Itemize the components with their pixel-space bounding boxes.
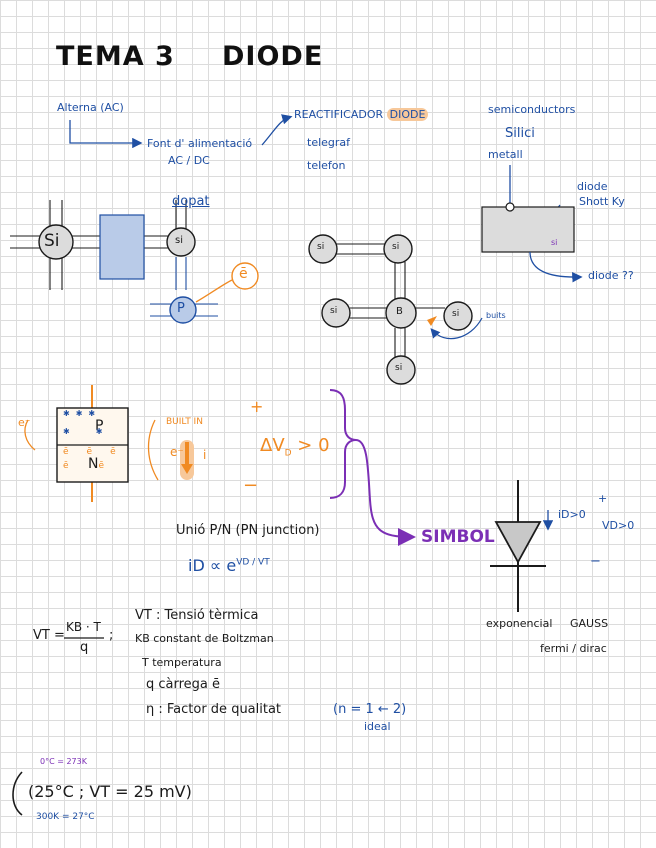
room-temp-note: 300K = 27°C — [36, 812, 95, 822]
semi-item-silici: Silici — [505, 126, 535, 141]
holes-label: buits — [486, 311, 506, 320]
font-alimentacio-label: Font d' alimentació — [147, 137, 253, 150]
vt-semicolon: ; — [109, 628, 114, 643]
fermi-label: fermi / dirac — [540, 642, 607, 655]
schottky-contact — [505, 202, 515, 212]
p-region-label: P — [95, 418, 104, 434]
diode-tag: DIODE — [386, 108, 429, 121]
current-proportional: iD ∝ eVD / VT — [188, 557, 270, 575]
silicon-lattice — [10, 200, 259, 324]
use-telefon: telefon — [307, 159, 346, 172]
si-atom-4: si — [452, 309, 460, 319]
built-in-label: BUILT IN — [166, 417, 203, 427]
diode-symbol — [490, 480, 554, 612]
simbol-label: SIMBOL — [421, 527, 495, 547]
vd-positive: VD>0 — [602, 519, 635, 532]
schottky-si-tag: si — [551, 238, 558, 247]
schottky-line1: diode — [577, 180, 608, 193]
schottky-question-arrow — [529, 251, 583, 283]
id-prop-text: iD ∝ e — [188, 556, 237, 575]
n-region-label: N — [88, 456, 99, 472]
dopat-label: dopat — [172, 194, 210, 209]
si-atom-small: si — [175, 235, 183, 246]
semi-item-metall: metall — [488, 148, 523, 161]
schottky-line2: Shott Ky — [579, 195, 625, 208]
delta-v-rest: > 0 — [291, 435, 330, 456]
page-title-subject: DIODE — [222, 41, 324, 72]
p-holes-2: ✱✱ — [63, 427, 129, 436]
ideal-range: (n = 1 ← 2) — [333, 702, 407, 717]
rectifier-arrow — [261, 114, 293, 146]
room-temp-value: (25°C ; VT = 25 mV) — [28, 782, 192, 801]
ac-arrow — [69, 120, 143, 149]
minus-terminal: − — [590, 554, 601, 569]
minus-sign: − — [243, 475, 259, 496]
id-exponent: VD / VT — [236, 557, 270, 568]
def-q: q càrrega ē — [146, 677, 221, 692]
delta-v-text: ΔV — [260, 435, 285, 456]
si-atom-1: si — [317, 242, 325, 252]
semiconductors-title: semiconductors — [488, 103, 576, 116]
plus-sign: + — [250, 397, 264, 416]
alterna-label: Alterna (AC) — [57, 101, 124, 114]
rectifier-text: REACTIFICADOR — [294, 108, 384, 121]
vt-numerator: KB · T — [66, 620, 101, 634]
kelvin-note: 0°C = 273K — [40, 757, 87, 766]
def-eta: η : Factor de qualitat — [146, 702, 282, 717]
delta-vd: ΔVD > 0 — [260, 436, 330, 459]
si-atom-5: si — [395, 363, 403, 373]
id-positive: iD>0 — [558, 508, 586, 521]
pn-junction — [24, 385, 416, 546]
n-electrons: ēēē — [63, 447, 134, 457]
delta-v-sub: D — [284, 448, 292, 459]
exponencial-label: exponencial — [486, 617, 553, 630]
use-telegraf: telegraf — [307, 136, 351, 149]
boron-atom: B — [396, 306, 403, 317]
gauss-label: GAUSS — [570, 617, 609, 630]
si-atom-big: Si — [44, 231, 60, 251]
page-title-topic: TEMA 3 — [56, 41, 175, 72]
pn-junction-text: Unió P/N (PN junction) — [176, 523, 320, 538]
si-atom-2: si — [392, 242, 400, 252]
schottky-block — [481, 206, 575, 253]
rectifier-label: REACTIFICADOR DIODE — [294, 108, 429, 121]
phosphorus-atom: P — [177, 301, 185, 316]
def-t: T temperatura — [142, 656, 222, 669]
def-vt: VT : Tensió tèrmica — [135, 608, 259, 623]
ideal-label: ideal — [364, 720, 391, 733]
electron-arrow-label: e⁻ — [170, 445, 184, 459]
n-electrons-2: ēē — [63, 461, 135, 471]
p-holes: ✱✱✱ — [63, 409, 102, 418]
def-kb: KB constant de Boltzman — [135, 632, 274, 645]
plus-terminal: + — [598, 492, 608, 505]
free-electron: ē — [239, 266, 248, 282]
ac-dc-label: AC / DC — [168, 154, 210, 167]
vt-lhs: VT = — [33, 628, 65, 643]
vt-formula — [12, 637, 104, 816]
si-atom-3: si — [330, 306, 338, 316]
electron-left: e⁻ — [18, 416, 31, 429]
vt-denominator: q — [80, 640, 89, 655]
current-label: i — [203, 448, 207, 462]
boron-lattice — [308, 234, 483, 385]
diode-question: diode ?? — [588, 269, 634, 282]
